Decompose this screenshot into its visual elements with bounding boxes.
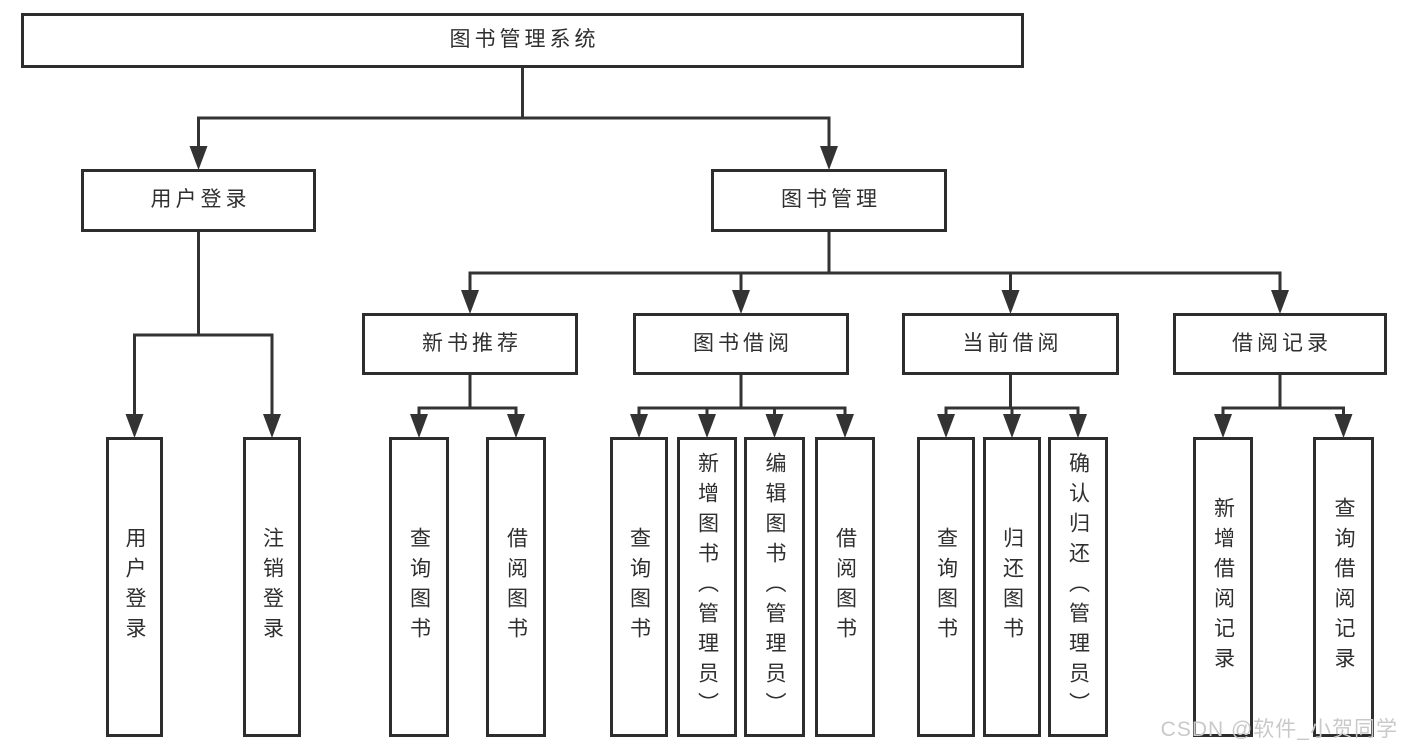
node-label-leaf-edit-book: 编辑图书（管理员） xyxy=(763,452,786,722)
node-label-user-login: 用户登录 xyxy=(150,188,251,212)
node-label-new-book-rec: 新书推荐 xyxy=(422,331,522,355)
node-user-login: 用户登录 xyxy=(81,169,316,232)
node-root: 图书管理系统 xyxy=(21,13,1024,68)
arrowhead-down xyxy=(410,414,428,438)
node-label-leaf-user-login: 用户登录 xyxy=(123,527,146,647)
arrowhead-down xyxy=(698,414,716,438)
node-label-book-mgmt: 图书管理 xyxy=(781,188,881,212)
arrowhead-down xyxy=(507,414,525,438)
node-label-leaf-query-book-3: 查询图书 xyxy=(934,527,958,647)
node-leaf-query-book-1: 查询图书 xyxy=(389,437,449,737)
node-label-leaf-query-book-1: 查询图书 xyxy=(407,527,431,647)
node-borrow-record: 借阅记录 xyxy=(1173,313,1387,375)
arrowhead-down xyxy=(732,290,750,314)
node-label-leaf-confirm-return: 确认归还（管理员） xyxy=(1066,452,1090,722)
node-leaf-borrow-book-1: 借阅图书 xyxy=(486,437,546,737)
arrowhead-down xyxy=(765,414,784,438)
arrowhead-down xyxy=(461,290,479,314)
arrowhead-down xyxy=(189,146,208,170)
node-leaf-add-book: 新增图书（管理员） xyxy=(677,437,737,737)
watermark: CSDN @软件_小贺同学 xyxy=(1160,718,1398,741)
node-label-leaf-query-book-2: 查询图书 xyxy=(627,527,651,647)
node-leaf-add-record: 新增借阅记录 xyxy=(1193,437,1253,737)
node-current-borrow: 当前借阅 xyxy=(902,313,1119,375)
node-label-leaf-borrow-book-2: 借阅图书 xyxy=(833,527,857,647)
node-label-borrow-record: 借阅记录 xyxy=(1232,331,1332,355)
node-leaf-confirm-return: 确认归还（管理员） xyxy=(1048,437,1108,737)
arrowhead-down xyxy=(1334,414,1353,438)
arrowhead-down xyxy=(1001,290,1020,314)
arrowhead-down xyxy=(1069,414,1087,438)
node-label-leaf-borrow-book-1: 借阅图书 xyxy=(504,527,528,647)
node-leaf-logout: 注销登录 xyxy=(243,437,301,737)
node-leaf-query-book-3: 查询图书 xyxy=(917,437,975,737)
node-label-leaf-add-book: 新增图书（管理员） xyxy=(695,452,719,722)
node-leaf-borrow-book-2: 借阅图书 xyxy=(815,437,875,737)
node-label-leaf-query-record: 查询借阅记录 xyxy=(1332,497,1355,677)
arrowhead-down xyxy=(263,414,281,438)
node-book-borrow: 图书借阅 xyxy=(633,313,849,375)
arrowhead-down xyxy=(836,414,854,438)
node-label-leaf-return-book: 归还图书 xyxy=(1000,527,1024,647)
node-label-leaf-logout: 注销登录 xyxy=(260,527,284,647)
node-label-root: 图书管理系统 xyxy=(449,28,600,52)
arrowhead-down xyxy=(937,414,955,438)
arrowhead-down xyxy=(630,414,648,438)
node-label-current-borrow: 当前借阅 xyxy=(962,331,1063,355)
node-leaf-user-login: 用户登录 xyxy=(106,437,163,737)
node-book-mgmt: 图书管理 xyxy=(711,169,947,232)
node-leaf-edit-book: 编辑图书（管理员） xyxy=(744,437,805,737)
node-label-book-borrow: 图书借阅 xyxy=(693,331,793,355)
arrowhead-down xyxy=(1003,414,1021,438)
arrowhead-down xyxy=(125,414,144,438)
arrowhead-down xyxy=(1271,290,1289,314)
arrowhead-down xyxy=(1214,414,1232,438)
node-new-book-rec: 新书推荐 xyxy=(362,313,578,375)
node-leaf-return-book: 归还图书 xyxy=(983,437,1041,737)
node-label-leaf-add-record: 新增借阅记录 xyxy=(1211,497,1235,677)
arrowhead-down xyxy=(820,146,838,170)
node-leaf-query-book-2: 查询图书 xyxy=(610,437,668,737)
node-leaf-query-record: 查询借阅记录 xyxy=(1313,437,1374,737)
